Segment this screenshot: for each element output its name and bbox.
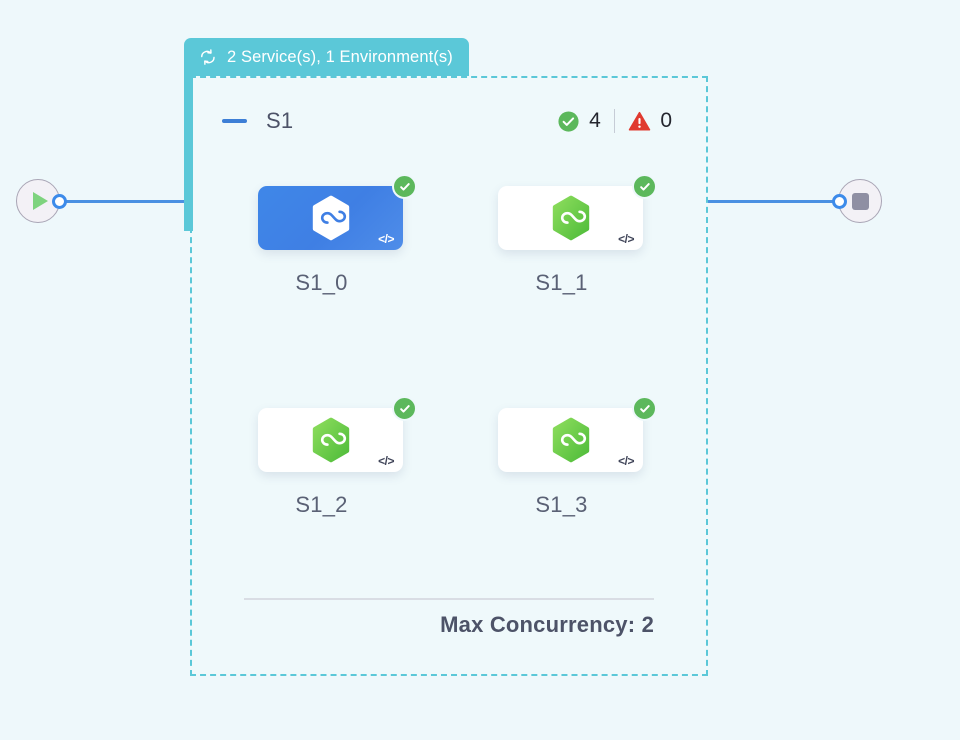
- task-label: S1_0: [295, 270, 348, 295]
- hexagon-infinity-icon: [312, 417, 349, 463]
- status-divider: [613, 109, 616, 133]
- task-cell: </> S1_2: [240, 396, 440, 518]
- task-cell: </> S1_0: [240, 174, 440, 296]
- status-success: 4: [557, 109, 601, 133]
- task-card-s1-0[interactable]: </>: [258, 174, 417, 250]
- status-cluster: 4 0: [557, 109, 672, 133]
- hexagon-infinity-icon: [552, 417, 589, 463]
- check-circle-icon: [632, 396, 657, 421]
- check-circle-icon: [558, 110, 579, 132]
- check-circle-icon: [392, 174, 417, 199]
- check-circle-icon: [392, 396, 417, 421]
- hexagon-infinity-icon: [552, 195, 589, 241]
- subgroup-label: S1: [266, 108, 294, 133]
- footer-divider: [244, 598, 654, 600]
- status-warning: 0: [628, 109, 672, 133]
- task-card-s1-1[interactable]: </>: [498, 174, 657, 250]
- code-glyph: </>: [378, 454, 394, 468]
- group-left-accent-bar: [184, 76, 193, 231]
- play-icon: [32, 192, 48, 210]
- hexagon-infinity-icon: [312, 195, 349, 241]
- status-success-count: 4: [589, 109, 601, 132]
- task-label: S1_3: [535, 492, 588, 517]
- code-glyph: </>: [618, 232, 634, 246]
- stop-icon: [851, 192, 869, 210]
- warning-triangle-icon: [629, 111, 651, 131]
- check-mark: [399, 404, 410, 413]
- max-concurrency-label: Max Concurrency: 2: [440, 612, 654, 637]
- code-glyph: </>: [378, 232, 394, 246]
- task-label: S1_1: [535, 270, 588, 295]
- end-node-input-port[interactable]: [832, 194, 847, 209]
- edge-start-to-group[interactable]: [60, 200, 190, 203]
- code-glyph: </>: [618, 454, 634, 468]
- check-circle-icon: [632, 174, 657, 199]
- task-card-s1-3[interactable]: </>: [498, 396, 657, 472]
- minus-icon[interactable]: [222, 119, 247, 123]
- loop-icon: [201, 49, 215, 65]
- start-node-output-port[interactable]: [52, 194, 67, 209]
- task-cell: </> S1_1: [480, 174, 680, 296]
- subgroup-row: S1 4 0: [222, 104, 672, 138]
- status-warning-count: 0: [660, 109, 672, 132]
- task-label: S1_2: [295, 492, 348, 517]
- check-mark: [639, 404, 650, 413]
- group-header-tab[interactable]: 2 Service(s), 1 Environment(s): [184, 38, 469, 76]
- edge-group-to-end[interactable]: [708, 200, 840, 203]
- service-group-container[interactable]: [190, 76, 708, 676]
- check-mark: [639, 182, 650, 191]
- task-card-s1-2[interactable]: </>: [258, 396, 417, 472]
- check-mark: [399, 182, 410, 191]
- task-cell: </> S1_3: [480, 396, 680, 518]
- group-header-title: 2 Service(s), 1 Environment(s): [227, 47, 453, 66]
